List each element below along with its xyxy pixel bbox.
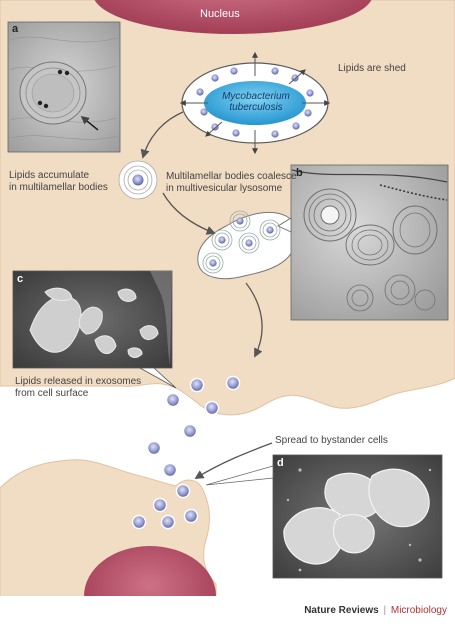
panel-b-pointer: [277, 217, 292, 233]
accumulate-line2: in multilamellar bodies: [9, 182, 108, 193]
panel-a-letter: a: [12, 23, 19, 35]
panel-b-letter: b: [296, 167, 303, 179]
footer-separator: |: [383, 605, 387, 616]
panel-d-pointer: [205, 465, 274, 486]
panel-b-micrograph: [290, 164, 449, 321]
exosomes-label: Lipids released in exosomes from cell su…: [15, 376, 141, 400]
upper-nucleus: [94, 0, 372, 34]
bacterium-name-line2: tuberculosis: [229, 102, 283, 113]
coalesce-line2: in multivesicular lysosome: [166, 183, 283, 194]
multivesicular-lysosome: [197, 210, 298, 280]
panel-d-letter: d: [277, 457, 284, 469]
lipids-shed-label: Lipids are shed: [338, 63, 406, 74]
footer-credit: Nature Reviews | Microbiology: [304, 605, 447, 616]
footer-band: [0, 596, 455, 624]
shed-lipid-dots: [196, 67, 314, 138]
panel-c-micrograph: [12, 270, 173, 369]
mycobacterium-cell: [204, 81, 306, 125]
spread-label: Spread to bystander cells: [275, 435, 388, 446]
multilamellar-body: [118, 160, 158, 200]
bacterium-name: Mycobacterium tuberculosis: [220, 91, 292, 113]
exosomes-line1: Lipids released in exosomes: [15, 376, 142, 387]
coalesce-label: Multilamellar bodies coalesce in multive…: [166, 171, 297, 195]
exosomes-line2: from cell surface: [15, 388, 89, 399]
nucleus-label: Nucleus: [200, 8, 240, 20]
panel-c-pointer: [138, 367, 177, 389]
accumulate-line1: Lipids accumulate: [9, 170, 90, 181]
bacterium-name-line1: Mycobacterium: [222, 91, 290, 102]
exosomes: [131, 375, 241, 530]
panel-c-letter: c: [17, 273, 24, 285]
panel-d-micrograph: [272, 454, 443, 579]
shed-arrows: [179, 51, 331, 155]
accumulate-label: Lipids accumulate in multilamellar bodie…: [9, 170, 108, 194]
footer-journal: Nature Reviews: [304, 605, 379, 616]
coalesce-line1: Multilamellar bodies coalesce: [166, 171, 297, 182]
footer-section: Microbiology: [390, 605, 447, 616]
panel-a-micrograph: [7, 21, 121, 153]
pathway-arrows: [140, 111, 273, 479]
